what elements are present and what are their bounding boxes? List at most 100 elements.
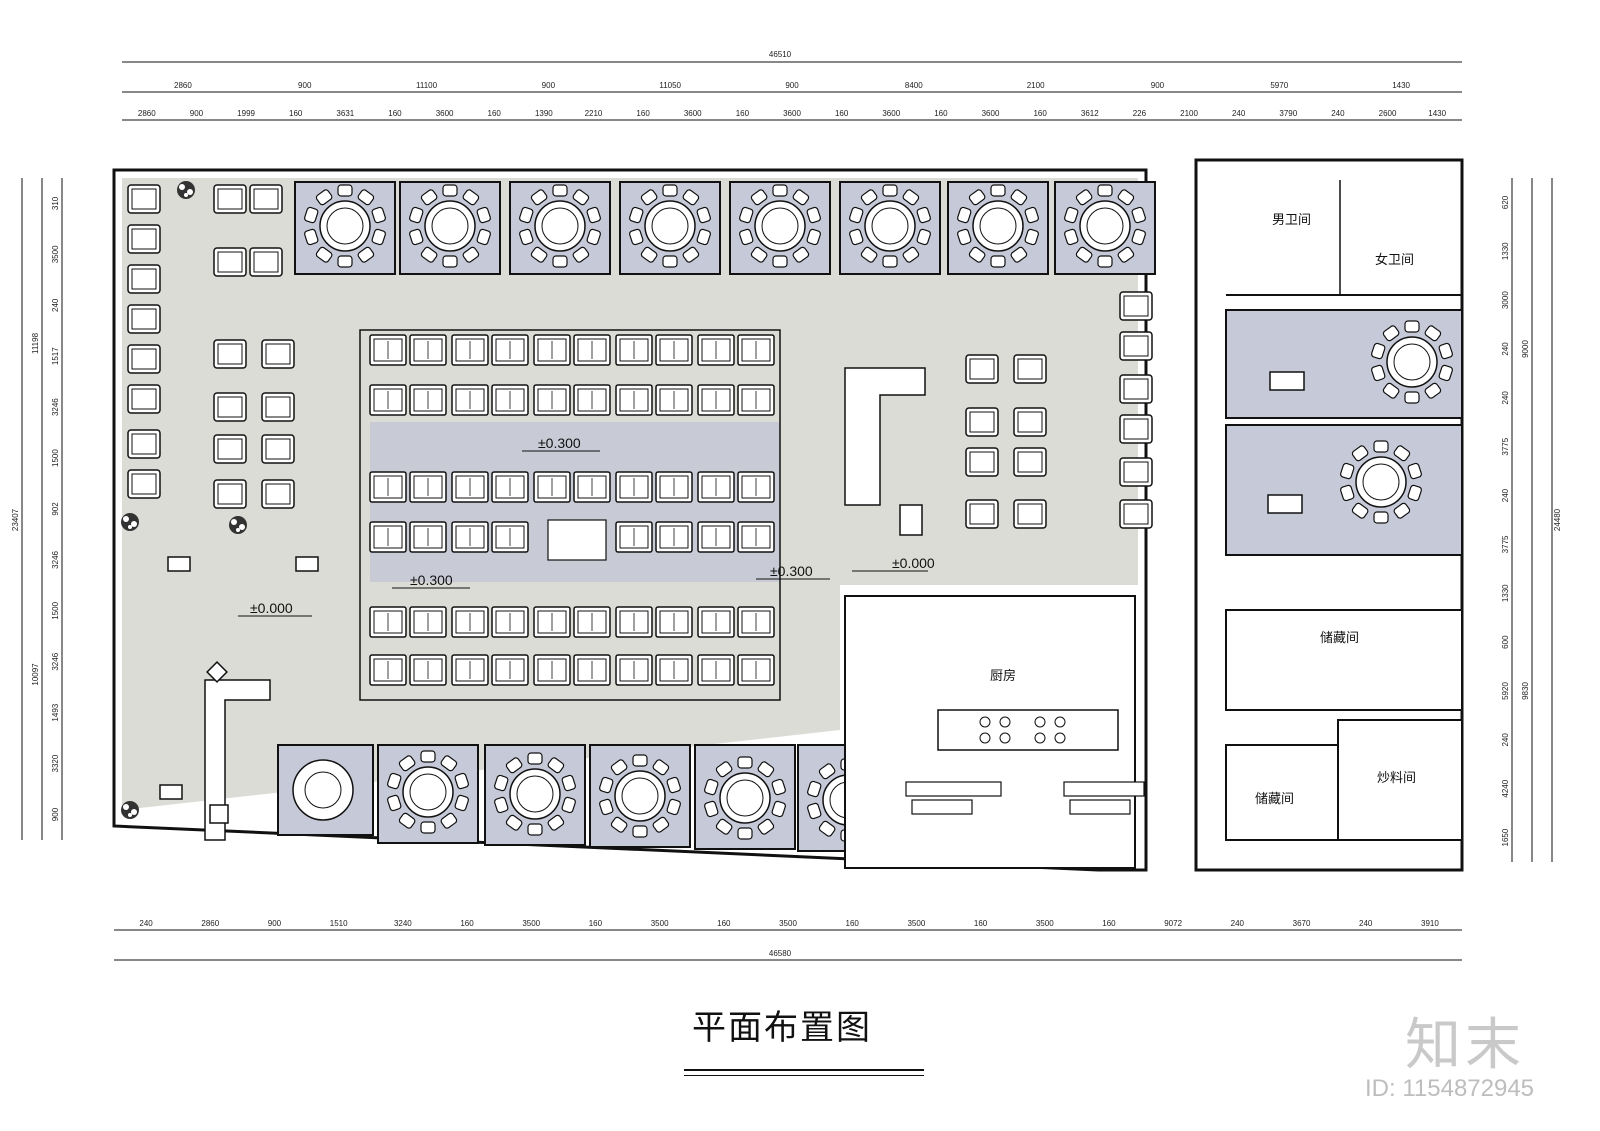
dim-top-row3: 2860 xyxy=(138,109,156,118)
dim-left-inner: 900 xyxy=(51,807,60,821)
dim-top-row3: 160 xyxy=(488,109,502,118)
dim-top-row3: 160 xyxy=(388,109,402,118)
dim-bottom-row1: 240 xyxy=(1359,919,1373,928)
dim-right-inner: 240 xyxy=(1501,391,1510,405)
dim-top-row3: 240 xyxy=(1331,109,1345,118)
dim-left-inner: 3320 xyxy=(51,754,60,772)
dim-bottom-row1: 3500 xyxy=(1036,919,1054,928)
room-label-womens-toilet: 女卫间 xyxy=(1375,252,1414,268)
dim-bottom-row1: 900 xyxy=(268,919,282,928)
dim-right-inner: 620 xyxy=(1501,195,1510,209)
dim-left-inner: 902 xyxy=(51,502,60,516)
dim-right-inner: 3775 xyxy=(1501,437,1510,455)
dim-left-inner: 3500 xyxy=(51,245,60,263)
dim-top-row3: 2100 xyxy=(1180,109,1198,118)
dim-right-inner: 1330 xyxy=(1501,584,1510,602)
left-seating xyxy=(121,181,319,841)
dim-top-row3: 160 xyxy=(636,109,650,118)
level-markers: ±0.300 ±0.300 ±0.300 ±0.000 ±0.000 xyxy=(238,435,935,617)
level-marker-center-top: ±0.300 xyxy=(538,435,581,451)
dim-left-inner: 310 xyxy=(51,196,60,210)
dim-top-row3: 160 xyxy=(736,109,750,118)
dim-bottom-row1: 3500 xyxy=(522,919,540,928)
dim-top-row3: 1430 xyxy=(1428,109,1446,118)
dim-top-row3: 160 xyxy=(934,109,948,118)
room-label-stir-fry: 炒料间 xyxy=(1377,771,1416,786)
dim-top-total: 46510 xyxy=(769,50,792,59)
dim-top-row3: 3612 xyxy=(1081,109,1099,118)
level-marker-left-floor: ±0.000 xyxy=(250,600,293,616)
dim-top-row3: 3600 xyxy=(982,109,1000,118)
dim-top-row2: 11050 xyxy=(659,81,681,90)
image-id-label: ID: 1154872945 xyxy=(1365,1075,1535,1102)
dim-right-inner: 1330 xyxy=(1501,242,1510,260)
dim-bottom-row1: 3500 xyxy=(907,919,925,928)
dim-top-row2: 8400 xyxy=(905,81,923,90)
dim-top-row3: 3631 xyxy=(336,109,354,118)
dim-top-row2: 900 xyxy=(785,81,799,90)
dim-bottom-row1: 160 xyxy=(460,919,474,928)
dim-bottom-total: 46580 xyxy=(769,949,792,958)
dim-bottom-row1: 3500 xyxy=(779,919,797,928)
dim-bottom-row1: 240 xyxy=(1231,919,1245,928)
title-underline-thick xyxy=(684,1069,924,1071)
dim-bottom-row1: 1510 xyxy=(330,919,348,928)
dim-top-row3: 3600 xyxy=(882,109,900,118)
dim-left-inner: 3246 xyxy=(51,550,60,568)
title-underline-thin xyxy=(684,1075,924,1076)
level-marker-center-bottom: ±0.300 xyxy=(410,572,453,588)
dim-bottom-row1: 3240 xyxy=(394,919,412,928)
dim-left-inner: 3246 xyxy=(51,652,60,670)
room-label-storage-small: 储藏间 xyxy=(1255,792,1294,807)
dim-top-row3: 2210 xyxy=(585,109,603,118)
dim-top-row3: 3600 xyxy=(783,109,801,118)
dim-bottom-row1: 160 xyxy=(846,919,860,928)
dim-right-mid: 9000 xyxy=(1521,340,1530,358)
dim-bottom-row1: 3670 xyxy=(1293,919,1311,928)
dim-top-row3: 160 xyxy=(835,109,849,118)
dim-top-row2: 900 xyxy=(298,81,312,90)
dim-right-outer: 24480 xyxy=(1553,508,1562,531)
dim-left-mid: 10097 xyxy=(31,663,40,686)
dim-right-inner: 3000 xyxy=(1501,291,1510,309)
brand-watermark: 知末 xyxy=(1405,1013,1525,1078)
dim-right-mid: 9830 xyxy=(1521,682,1530,700)
room-label-mens-toilet: 男卫间 xyxy=(1272,213,1311,228)
dim-left-mid: 11198 xyxy=(31,332,40,354)
right-seating xyxy=(844,291,1153,536)
dimension-texts: 46510 2860 900 11100 900 11050 900 8400 2100 900… xyxy=(11,50,1562,958)
dim-left-inner: 1500 xyxy=(51,601,60,619)
dim-bottom-row1: 160 xyxy=(1102,919,1116,928)
dim-right-inner: 240 xyxy=(1501,342,1510,356)
dim-top-row3: 160 xyxy=(289,109,303,118)
level-marker-right-floor: ±0.000 xyxy=(892,555,935,571)
dim-right-inner: 240 xyxy=(1501,488,1510,502)
dim-top-row2: 1430 xyxy=(1392,81,1410,90)
dim-top-row3: 3600 xyxy=(436,109,454,118)
dim-top-row2: 2860 xyxy=(174,81,192,90)
dim-right-inner: 3775 xyxy=(1501,535,1510,553)
dimension-lines xyxy=(21,61,1553,961)
dim-left-inner: 3246 xyxy=(51,398,60,416)
dim-top-row3: 3600 xyxy=(684,109,702,118)
dim-bottom-row1: 240 xyxy=(139,919,153,928)
dim-bottom-row1: 3910 xyxy=(1421,919,1439,928)
room-label-storage-large: 储藏间 xyxy=(1320,631,1359,646)
dim-top-row3: 1390 xyxy=(535,109,553,118)
dim-top-row3: 1999 xyxy=(237,109,255,118)
dim-top-row2: 11100 xyxy=(416,81,438,90)
top-private-rooms xyxy=(294,181,1156,275)
dim-top-row3: 240 xyxy=(1232,109,1246,118)
dim-right-inner: 1650 xyxy=(1501,828,1510,846)
dim-bottom-row1: 160 xyxy=(717,919,731,928)
dim-bottom-row1: 3500 xyxy=(651,919,669,928)
dim-right-inner: 600 xyxy=(1501,635,1510,649)
dim-bottom-row1: 9072 xyxy=(1164,919,1182,928)
dim-bottom-row1: 160 xyxy=(589,919,603,928)
dim-top-row2: 900 xyxy=(542,81,556,90)
dim-top-row2: 900 xyxy=(1151,81,1165,90)
room-label-kitchen: 厨房 xyxy=(990,668,1016,684)
dim-top-row3: 3790 xyxy=(1279,109,1297,118)
drawing-title: 平面布置图 xyxy=(692,1008,872,1048)
dim-top-row3: 900 xyxy=(190,109,204,118)
